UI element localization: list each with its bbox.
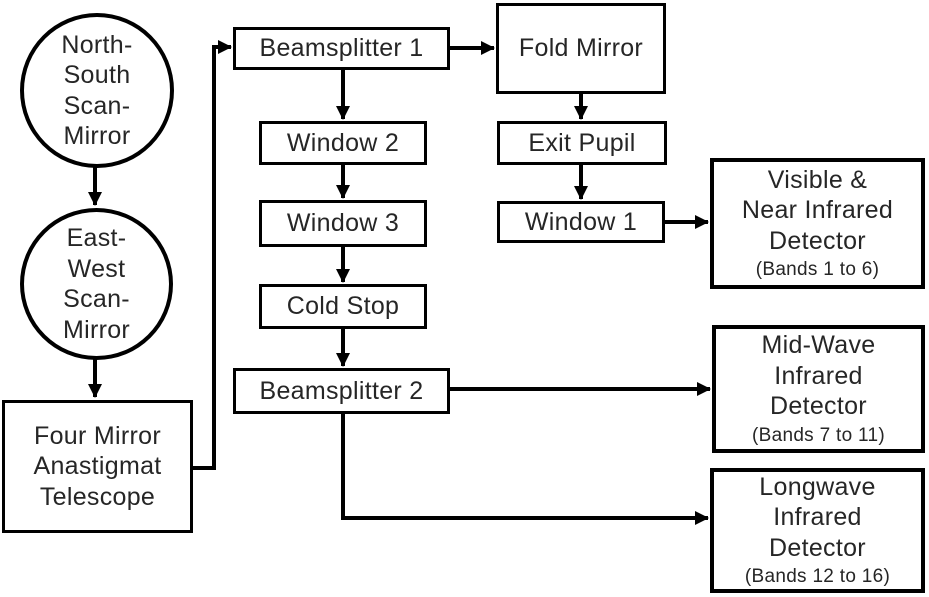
arrow-beamsplitter-2-to-lwir-detector [341,414,709,525]
arrow-telescope-to-beamsplitter-1 [193,40,232,470]
node-east-west-scan-mirror: East- West Scan- Mirror [20,208,173,360]
node-label: Mid-Wave Infrared Detector [761,331,876,421]
node-label: Cold Stop [286,292,400,321]
node-visible-near-infrared-detector: Visible & Near Infrared Detector (Bands … [710,158,925,289]
node-beamsplitter-2: Beamsplitter 2 [233,368,450,414]
node-label: Longwave Infrared Detector [759,472,876,562]
node-longwave-infrared-detector: Longwave Infrared Detector (Bands 12 to … [710,468,925,593]
node-label: Beamsplitter 2 [259,376,424,405]
node-label: Four Mirror Anastigmat Telescope [33,421,162,511]
node-label: Window 1 [524,207,638,236]
node-label: Exit Pupil [528,128,636,157]
node-label: Beamsplitter 1 [259,34,424,63]
node-fold-mirror: Fold Mirror [496,3,666,94]
node-north-south-scan-mirror: North- South Scan- Mirror [20,13,174,168]
node-label: North- South Scan- Mirror [61,30,133,151]
node-mid-wave-infrared-detector: Mid-Wave Infrared Detector (Bands 7 to 1… [712,325,925,453]
node-window-3: Window 3 [259,200,427,247]
node-label: Window 3 [286,209,400,238]
node-beamsplitter-1: Beamsplitter 1 [233,27,450,70]
node-label: East- West Scan- Mirror [62,224,131,344]
node-bands-label: (Bands 12 to 16) [744,566,891,588]
node-bands-label: (Bands 7 to 11) [751,424,885,446]
node-label: Fold Mirror [518,34,644,63]
node-window-2: Window 2 [259,121,427,165]
node-window-1: Window 1 [497,201,665,243]
node-label: Window 2 [286,128,400,157]
node-cold-stop: Cold Stop [259,284,427,329]
node-exit-pupil: Exit Pupil [497,121,667,165]
node-label: Visible & Near Infrared Detector [741,165,894,255]
node-four-mirror-anastigmat-telescope: Four Mirror Anastigmat Telescope [2,400,193,533]
node-bands-label: (Bands 1 to 6) [755,259,880,281]
